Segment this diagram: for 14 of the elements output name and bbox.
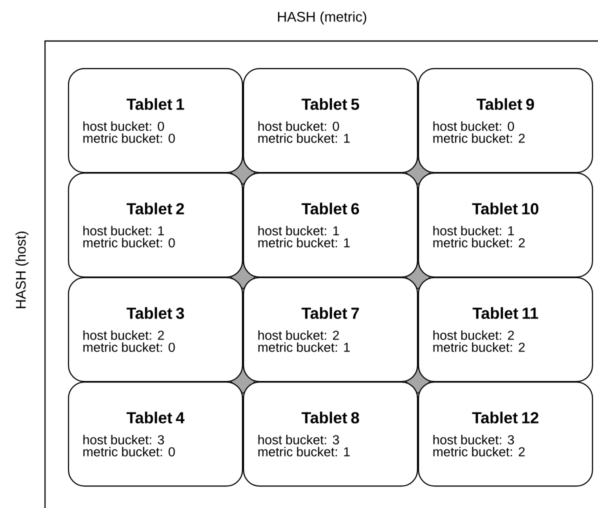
tablet-box: Tablet 5 host bucket: 0 metric bucket: 1 [242, 68, 418, 174]
tablet-box: Tablet 11 host bucket: 2 metric bucket: 2 [418, 276, 594, 382]
tablet-box: Tablet 2 host bucket: 1 metric bucket: 0 [68, 172, 244, 278]
tablet-box: Tablet 12 host bucket: 3 metric bucket: 2 [418, 381, 594, 487]
tablet-box: Tablet 4 host bucket: 3 metric bucket: 0 [68, 381, 244, 487]
tablet-box: Tablet 1 host bucket: 0 metric bucket: 0 [68, 68, 244, 174]
tablet-box: Tablet 10 host bucket: 1 metric bucket: 2 [418, 172, 594, 278]
tablet-box: Tablet 8 host bucket: 3 metric bucket: 1 [242, 381, 418, 487]
tablet-box: Tablet 6 host bucket: 1 metric bucket: 1 [242, 172, 418, 278]
tablet-box: Tablet 9 host bucket: 0 metric bucket: 2 [418, 68, 594, 174]
tablet-box: Tablet 3 host bucket: 2 metric bucket: 0 [68, 276, 244, 382]
tablet-box: Tablet 7 host bucket: 2 metric bucket: 1 [242, 276, 418, 382]
axis-label: HASH (host) [15, 232, 29, 308]
axis-label: HASH (metric) [278, 11, 366, 25]
